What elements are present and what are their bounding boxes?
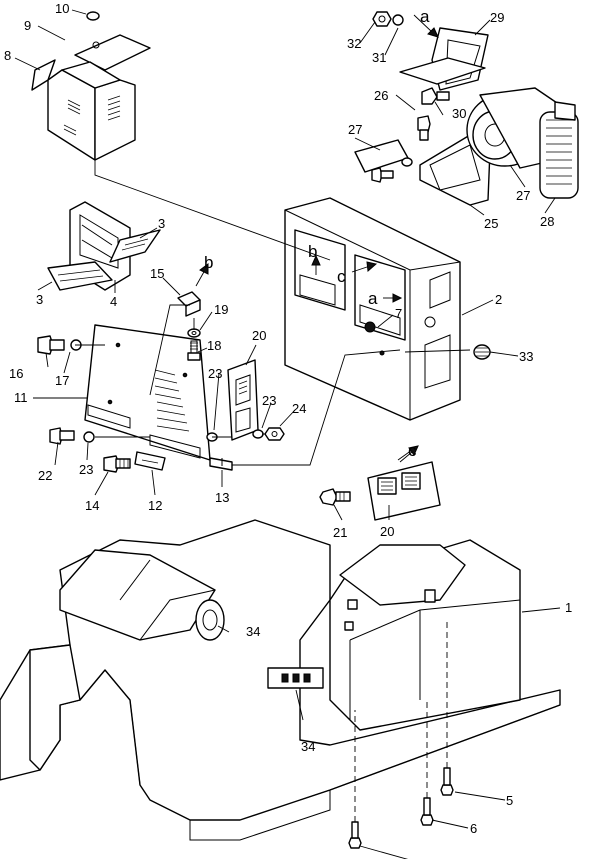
- label-3b: 3: [36, 292, 43, 307]
- label-28: 28: [540, 214, 554, 229]
- label-30: 30: [452, 106, 466, 121]
- bolt-22: [49, 427, 75, 445]
- bolt-5: [440, 767, 454, 796]
- label-5: 5: [506, 793, 513, 808]
- bolt-21: [319, 488, 351, 506]
- bracket-12: [134, 451, 166, 471]
- label-8: 8: [4, 48, 11, 63]
- label-18: 18: [207, 338, 221, 353]
- bracket-15: [177, 291, 201, 317]
- nut-32: [372, 11, 392, 27]
- bushing-33: [473, 344, 491, 360]
- ref-a-top: a: [420, 7, 430, 26]
- label-2: 2: [495, 292, 502, 307]
- label-27a: 27: [348, 122, 362, 137]
- ref-b-top: b: [204, 253, 213, 272]
- ref-c-mid: c: [337, 267, 346, 286]
- gasket-20-lower: [367, 461, 441, 521]
- label-7: 7: [395, 306, 402, 321]
- bolt-26: [417, 115, 431, 133]
- label-23c: 23: [79, 462, 93, 477]
- nut-10: [86, 11, 100, 21]
- label-3a: 3: [158, 216, 165, 231]
- part-labels: 1 2 3 3 4 5 6 7 8 9 10 11 12 13 14 15 16…: [4, 1, 572, 836]
- gasket-20-upper: [227, 359, 259, 441]
- label-6: 6: [470, 821, 477, 836]
- label-34a: 34: [246, 624, 260, 639]
- washer-19: [187, 328, 201, 338]
- label-11: 11: [14, 390, 28, 405]
- label-22: 22: [38, 468, 52, 483]
- label-12: 12: [148, 498, 162, 513]
- label-21: 21: [333, 525, 347, 540]
- label-29: 29: [490, 10, 504, 25]
- label-17: 17: [55, 373, 69, 388]
- bolt-30: [421, 87, 438, 105]
- label-1: 1: [565, 600, 572, 615]
- label-15: 15: [150, 266, 164, 281]
- cover-11: [84, 324, 211, 461]
- label-25: 25: [484, 216, 498, 231]
- label-10: 10: [55, 1, 69, 16]
- washer-23b: [252, 429, 264, 439]
- label-14: 14: [85, 498, 99, 513]
- bolt-6: [420, 797, 434, 826]
- machine-body: [0, 519, 561, 841]
- label-9: 9: [24, 18, 31, 33]
- nut-24: [264, 427, 285, 441]
- label-13: 13: [215, 490, 229, 505]
- bolt-bottom: [348, 821, 362, 849]
- bolt-16: [37, 335, 65, 355]
- label-32: 32: [347, 36, 361, 51]
- leader-lines: [14, 9, 561, 859]
- label-16: 16: [9, 366, 23, 381]
- label-24: 24: [292, 401, 306, 416]
- bolt-14: [103, 455, 131, 473]
- label-20b: 20: [380, 524, 394, 539]
- washer-23c: [83, 431, 95, 443]
- blower-assembly: [354, 11, 579, 206]
- label-26: 26: [374, 88, 388, 103]
- label-19: 19: [214, 302, 228, 317]
- label-20a: 20: [252, 328, 266, 343]
- ref-b-mid: b: [308, 242, 317, 261]
- label-31: 31: [372, 50, 386, 65]
- label-33: 33: [519, 349, 533, 364]
- reference-letters: a b c a b c: [204, 7, 430, 460]
- ref-c-top: c: [408, 441, 417, 460]
- bracket-13: [209, 457, 233, 471]
- label-23b: 23: [262, 393, 276, 408]
- duct-assembly: [31, 11, 151, 161]
- filter-assembly: [47, 201, 161, 291]
- ref-a-mid: a: [368, 289, 378, 308]
- bolt-18: [187, 340, 201, 361]
- label-4: 4: [110, 294, 117, 309]
- label-23a: 23: [208, 366, 222, 381]
- panel-cover-2: [284, 197, 461, 421]
- label-34b: 34: [301, 739, 315, 754]
- washer-31: [392, 14, 404, 26]
- label-27b: 27: [516, 188, 530, 203]
